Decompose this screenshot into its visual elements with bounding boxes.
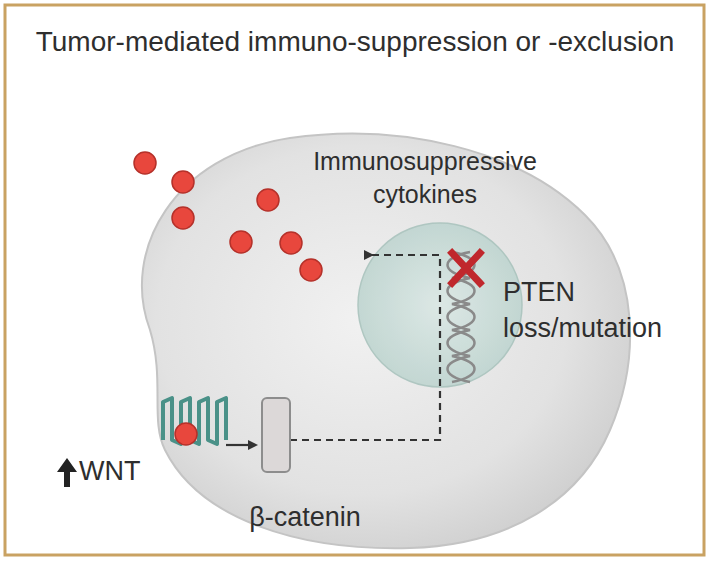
beta-catenin-shape — [262, 398, 290, 472]
cytokine-dots — [134, 152, 322, 281]
wnt-receptor — [163, 398, 226, 444]
cytokine-label: Immunosuppressive cytokines — [300, 145, 550, 211]
wnt-label: WNT — [79, 454, 189, 490]
activation-arrow — [226, 444, 256, 446]
loss-cross — [452, 253, 480, 283]
wnt-ligand — [175, 423, 197, 445]
nucleus — [358, 223, 522, 387]
signal-path — [290, 255, 440, 440]
frame-border — [5, 5, 704, 555]
pten-label: PTEN loss/mutation — [503, 275, 693, 346]
figure-title: Tumor-mediated immuno-suppression or -ex… — [30, 24, 680, 61]
increase-arrow — [57, 458, 77, 487]
beta-catenin-label: β-catenin — [235, 500, 375, 536]
